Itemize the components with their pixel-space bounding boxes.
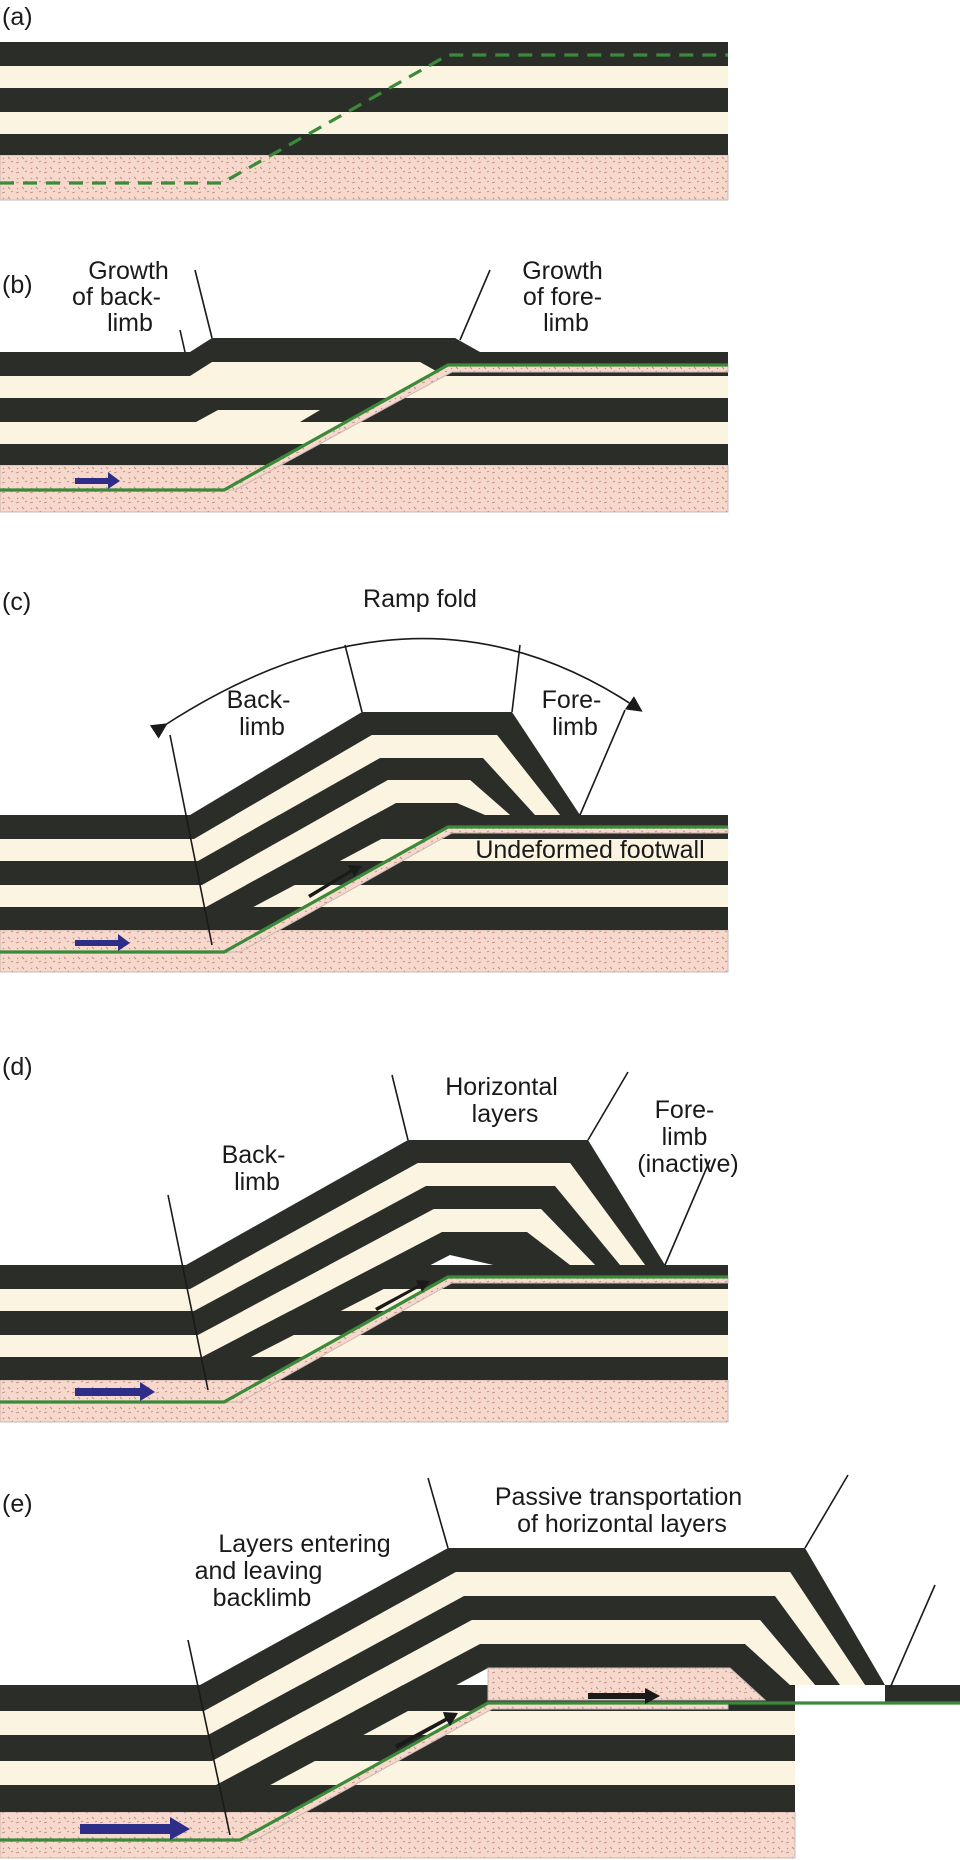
light-layer <box>0 1289 728 1311</box>
dark-layer-fold <box>186 1140 665 1289</box>
forelimb-label: Fore- limb <box>542 686 609 741</box>
dark-layer-fold <box>194 1186 620 1335</box>
dark-layer-fold <box>206 803 485 930</box>
fault <box>0 1701 960 1842</box>
panel-a-tag: (a) <box>2 3 33 31</box>
ramp-fold-label: Ramp fold <box>363 585 477 613</box>
dark-layer-fold <box>208 1596 840 1761</box>
light-layer-uplifted <box>196 410 320 422</box>
hanging-wall-arrow <box>395 1712 458 1749</box>
backlimb-axial-trace <box>169 734 213 946</box>
crest-axial-trace <box>587 1071 629 1141</box>
panel-b: (b) Growth of back- limb Growth of fore-… <box>0 257 729 513</box>
dark-layer <box>0 1785 795 1812</box>
fault <box>0 363 728 492</box>
panel-e: (e) Layers entering and leaving backlimb… <box>0 1474 960 1859</box>
growth-forelimb-label: Growth of fore- limb <box>522 257 610 337</box>
hanging-wall-arrow <box>308 865 362 898</box>
dark-layer <box>0 907 728 930</box>
light-layer-fold <box>204 1572 865 1735</box>
panel-c-tag: (c) <box>2 588 31 616</box>
light-layer <box>0 1335 728 1357</box>
light-layer-fold <box>202 780 510 907</box>
dark-layer-fold <box>198 758 535 885</box>
dark-layer-fold <box>202 1232 570 1380</box>
crest-axial-trace <box>391 1074 409 1141</box>
light-layer <box>0 66 728 88</box>
light-layer-uplifted <box>190 362 445 376</box>
backlimb-axial-trace <box>194 269 213 339</box>
slip-arrow <box>75 934 130 951</box>
basement <box>0 1811 796 1859</box>
light-layer <box>0 839 728 861</box>
dark-layer-fold <box>216 1644 790 1812</box>
panel-d: (d) Back- limb Horizontal layers Fore- l… <box>0 1053 739 1423</box>
fault <box>0 825 728 954</box>
ramp-fold-bracket <box>149 637 643 739</box>
light-layer <box>0 376 728 398</box>
transport-arrow <box>588 1688 660 1704</box>
slip-arrow <box>75 472 120 489</box>
dark-layer <box>0 444 728 465</box>
panel-b-tag: (b) <box>2 271 33 299</box>
dark-layer-uplifted <box>190 338 480 352</box>
forelimb-axial-trace <box>459 269 491 341</box>
panel-d-tag: (d) <box>2 1053 33 1081</box>
light-layer <box>0 1761 795 1785</box>
forelimb-axial-trace <box>889 1584 936 1689</box>
dark-layer <box>0 134 728 155</box>
backlimb-axial-trace <box>187 1639 231 1836</box>
forelimb-inactive-label: Fore- limb (inactive) <box>637 1096 738 1178</box>
light-layer-fold <box>194 735 560 861</box>
dark-layer <box>0 88 728 112</box>
future-fault-trace <box>0 53 728 185</box>
basement <box>0 154 729 201</box>
light-layer <box>0 112 728 134</box>
light-layer-fold <box>212 1620 815 1785</box>
growth-backlimb-label: Growth of back- limb <box>72 257 176 337</box>
forelimb-axial-trace <box>664 1159 711 1266</box>
light-layer <box>0 422 728 444</box>
backlimb-axial-trace <box>167 1194 209 1391</box>
passive-transport-label: Passive transportation of horizontal lay… <box>495 1483 749 1538</box>
transported-basement <box>487 1667 767 1701</box>
crest-axial-trace <box>344 644 363 713</box>
dark-layer-fold <box>190 712 580 839</box>
crest-axial-trace <box>511 644 521 713</box>
horizontal-layers-label: Horizontal layers <box>445 1073 565 1128</box>
panel-c: (c) Ramp fold Back- limb Fore- limb Un <box>0 585 729 973</box>
hanging-wall-arrow <box>375 1280 430 1311</box>
crest-axial-trace <box>804 1474 849 1549</box>
panel-a: (a) <box>0 3 729 201</box>
panel-e-tag: (e) <box>2 1490 33 1518</box>
undeformed-footwall-label: Undeformed footwall <box>475 836 704 864</box>
dark-layer <box>0 42 728 66</box>
dark-layer-fold <box>200 1548 885 1711</box>
light-layer <box>0 885 728 907</box>
fault <box>0 1275 728 1404</box>
light-layer-fold <box>198 1209 595 1357</box>
dark-layer-right <box>885 1685 960 1703</box>
backlimb-axial-trace <box>179 329 186 353</box>
dark-layer <box>0 1357 728 1380</box>
slip-arrow <box>75 1382 155 1401</box>
layers-entering-label: Layers entering and leaving backlimb <box>195 1530 398 1612</box>
crest-axial-trace <box>427 1477 449 1549</box>
backlimb-label: Back- limb <box>222 1141 293 1196</box>
slip-arrow <box>80 1817 190 1840</box>
backlimb-label: Back- limb <box>227 686 298 741</box>
